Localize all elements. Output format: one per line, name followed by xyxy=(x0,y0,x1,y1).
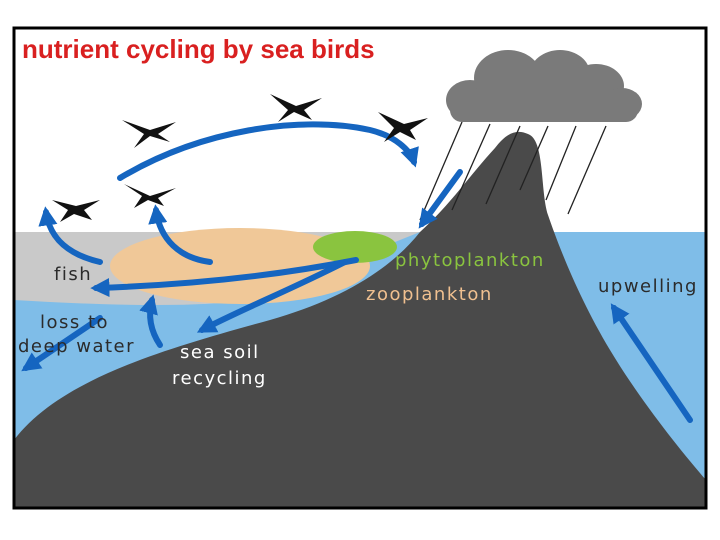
label-fish: fish xyxy=(54,264,92,285)
arrow-icon xyxy=(38,206,103,265)
bird-icon xyxy=(122,120,176,148)
label-zooplankton: zooplankton xyxy=(366,284,493,305)
rain xyxy=(419,121,607,221)
rain-cloud-icon xyxy=(446,50,642,122)
bird-icon xyxy=(124,184,176,208)
arrows xyxy=(21,121,693,423)
label-loss-to: loss to xyxy=(40,312,109,333)
bird-icon xyxy=(52,200,100,222)
bird-icon xyxy=(270,94,322,122)
island xyxy=(14,131,706,508)
arrow-icon xyxy=(139,294,163,348)
label-deep-water: deep water xyxy=(18,336,135,357)
birds xyxy=(52,94,428,222)
bird-icon xyxy=(378,112,428,142)
diagram-title: nutrient cycling by sea birds xyxy=(22,34,375,64)
label-sea-soil: sea soil xyxy=(180,342,260,363)
phytoplankton-patch xyxy=(313,231,397,263)
diagram-frame xyxy=(12,26,708,510)
arrow-icon xyxy=(117,121,419,181)
arrow-icon xyxy=(90,257,359,298)
label-recycling: recycling xyxy=(172,368,267,389)
arrow-icon xyxy=(148,204,213,265)
label-phytoplankton: phytoplankton xyxy=(395,250,545,271)
label-upwelling: upwelling xyxy=(598,276,698,297)
arrow-icon xyxy=(610,303,693,423)
arrow-icon xyxy=(21,315,103,372)
arrow-icon xyxy=(418,169,463,229)
arrow-icon xyxy=(196,259,348,333)
